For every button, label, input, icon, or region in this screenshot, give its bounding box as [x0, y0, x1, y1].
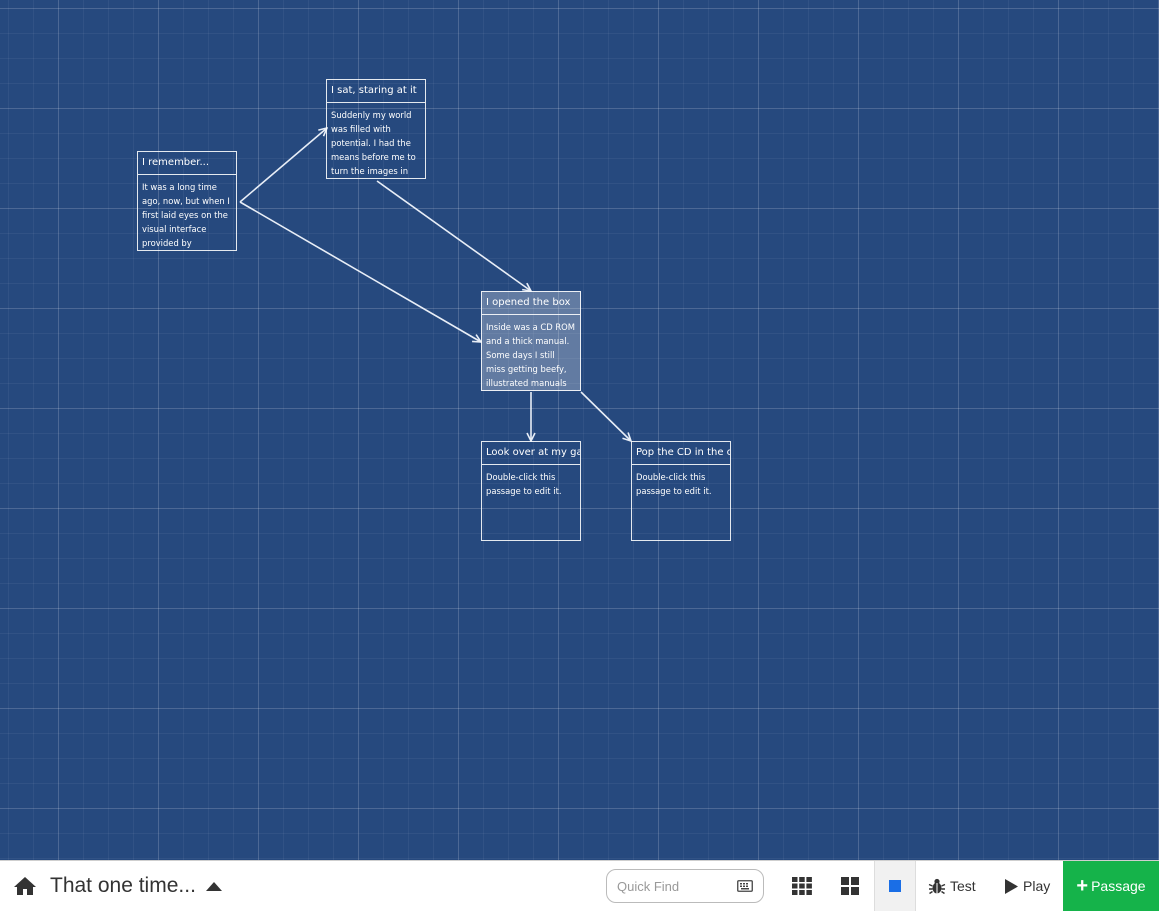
passage-excerpt: Inside was a CD ROM and a thick manual. … — [486, 322, 575, 388]
passage-excerpt: Suddenly my world was filled with potent… — [331, 110, 416, 176]
caret-up-icon — [205, 881, 222, 891]
zoom-titles-excerpts-button[interactable] — [782, 861, 822, 911]
zoom-titles-button[interactable] — [830, 861, 870, 911]
passage-links — [239, 0, 1159, 860]
test-button[interactable]: Test — [928, 861, 976, 911]
story-title-menu[interactable]: That one time... — [50, 861, 222, 911]
zoom-titles-excerpts-icon — [792, 877, 812, 895]
play-label: Play — [1023, 878, 1051, 894]
passage-title: Look over at my game — [482, 442, 580, 465]
passage-card-selected[interactable]: I opened the box Inside was a CD ROM and… — [481, 291, 581, 391]
test-label: Test — [950, 878, 976, 894]
passage-excerpt: Double-click this passage to edit it. — [486, 472, 562, 496]
play-icon — [1005, 878, 1018, 894]
passage-card[interactable]: Pop the CD in the computer Double-click … — [631, 441, 731, 541]
story-map-canvas[interactable]: I remember... It was a long time ago, no… — [0, 0, 1159, 860]
link-arrow — [239, 128, 327, 203]
passage-card[interactable]: I sat, staring at it Suddenly my world w… — [326, 79, 426, 179]
play-button[interactable]: Play — [1004, 861, 1050, 911]
bug-icon — [928, 878, 946, 895]
story-title: That one time... — [50, 874, 196, 897]
passage-title: I sat, staring at it — [327, 80, 425, 103]
home-button[interactable] — [12, 861, 38, 911]
zoom-structure-icon — [889, 880, 901, 892]
plus-icon: + — [1076, 875, 1089, 897]
quick-find-input[interactable] — [615, 877, 737, 895]
home-icon — [14, 877, 36, 895]
quick-find[interactable] — [606, 869, 764, 903]
passage-title: I opened the box — [482, 292, 580, 315]
passage-card[interactable]: Look over at my game Double-click this p… — [481, 441, 581, 541]
passage-excerpt: It was a long time ago, now, but when I … — [142, 182, 230, 248]
keyboard-icon — [737, 880, 753, 892]
link-arrow — [239, 201, 481, 342]
passage-card[interactable]: I remember... It was a long time ago, no… — [137, 151, 237, 251]
story-toolbar: That one time... — [0, 860, 1159, 911]
link-arrow — [580, 391, 631, 441]
passage-excerpt: Double-click this passage to edit it. — [636, 472, 712, 496]
passage-title: I remember... — [138, 152, 236, 175]
zoom-titles-icon — [841, 877, 859, 895]
link-arrow — [376, 180, 531, 291]
zoom-structure-button[interactable] — [874, 861, 916, 911]
passage-title: Pop the CD in the computer — [632, 442, 730, 465]
add-passage-button[interactable]: + Passage — [1063, 861, 1159, 911]
add-passage-label: Passage — [1091, 878, 1146, 894]
